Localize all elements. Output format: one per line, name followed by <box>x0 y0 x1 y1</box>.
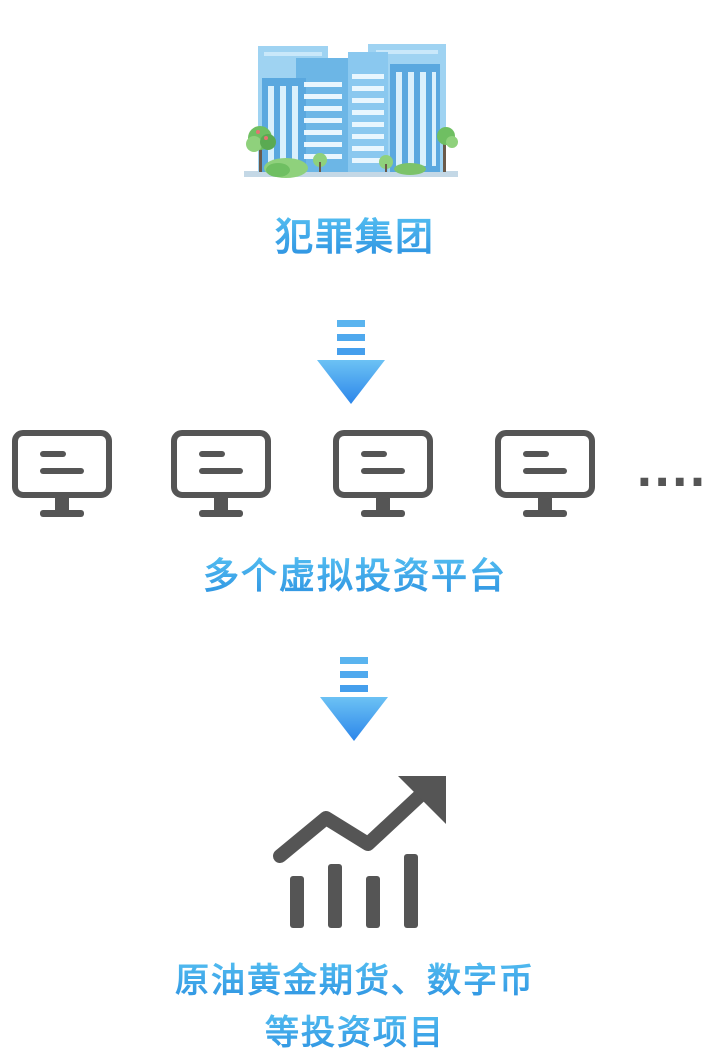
more-platforms-ellipsis: .... <box>636 446 707 497</box>
monitor-icon <box>495 430 595 524</box>
down-arrow-icon <box>315 318 387 406</box>
investment-projects-label-line1: 原油黄金期货、数字币 <box>0 956 710 1006</box>
office-building-icon <box>240 38 462 188</box>
down-arrow-icon <box>318 655 390 743</box>
virtual-platforms-label: 多个虚拟投资平台 <box>0 552 710 602</box>
growth-chart-icon <box>268 772 452 932</box>
investment-projects-label-line2: 等投资项目 <box>0 1008 710 1058</box>
monitor-icon <box>333 430 433 524</box>
criminal-group-label: 犯罪集团 <box>0 212 710 262</box>
monitor-icon <box>12 430 112 524</box>
monitor-icon <box>171 430 271 524</box>
